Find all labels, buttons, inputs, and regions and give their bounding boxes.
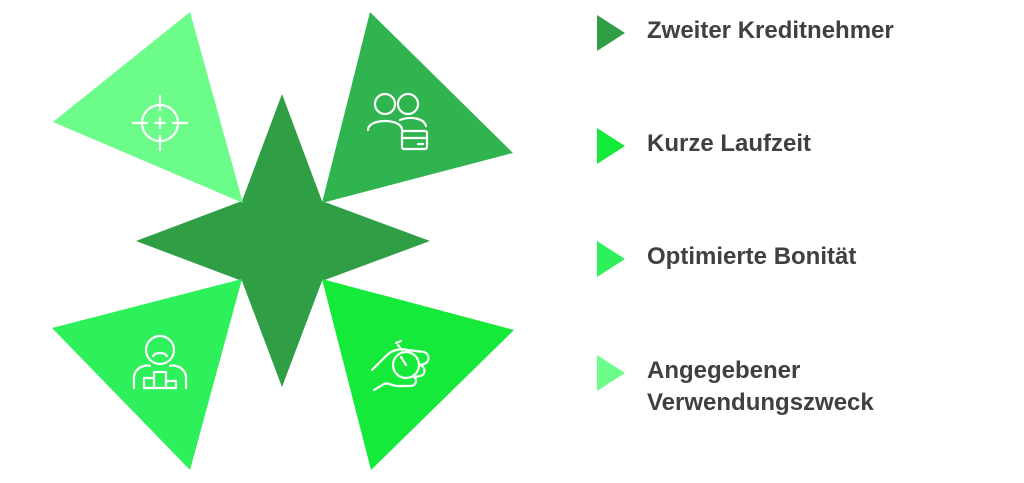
person-on-podium-icon <box>132 334 188 390</box>
petal-bottom-left <box>52 279 242 470</box>
legend-label: Kurze Laufzeit <box>647 130 812 157</box>
legend-label: Optimierte Bonität <box>647 243 857 270</box>
legend-item-verwendungszweck: Angegebener Verwendungszweck <box>597 355 874 419</box>
center-cross <box>136 94 430 387</box>
triangle-marker-icon <box>597 15 625 51</box>
cross-diagram <box>52 12 514 470</box>
users-with-card-icon <box>366 92 429 151</box>
legend-item-optimierte-bonitaet: Optimierte Bonität <box>597 241 856 277</box>
legend-item-zweiter-kreditnehmer: Zweiter Kreditnehmer <box>597 15 894 51</box>
legend-item-kurze-laufzeit: Kurze Laufzeit <box>597 128 811 164</box>
legend-label: Zweiter Kreditnehmer <box>647 17 894 44</box>
legend-label: Angegebener Verwendungszweck <box>647 357 874 416</box>
triangle-marker-icon <box>597 128 625 164</box>
triangle-marker-icon <box>597 241 625 277</box>
hand-with-stopwatch-icon <box>370 339 430 392</box>
crosshair-icon <box>131 94 189 152</box>
triangle-marker-icon <box>597 355 625 391</box>
petal-bottom-right <box>322 279 514 470</box>
petal-top-left <box>53 12 243 203</box>
